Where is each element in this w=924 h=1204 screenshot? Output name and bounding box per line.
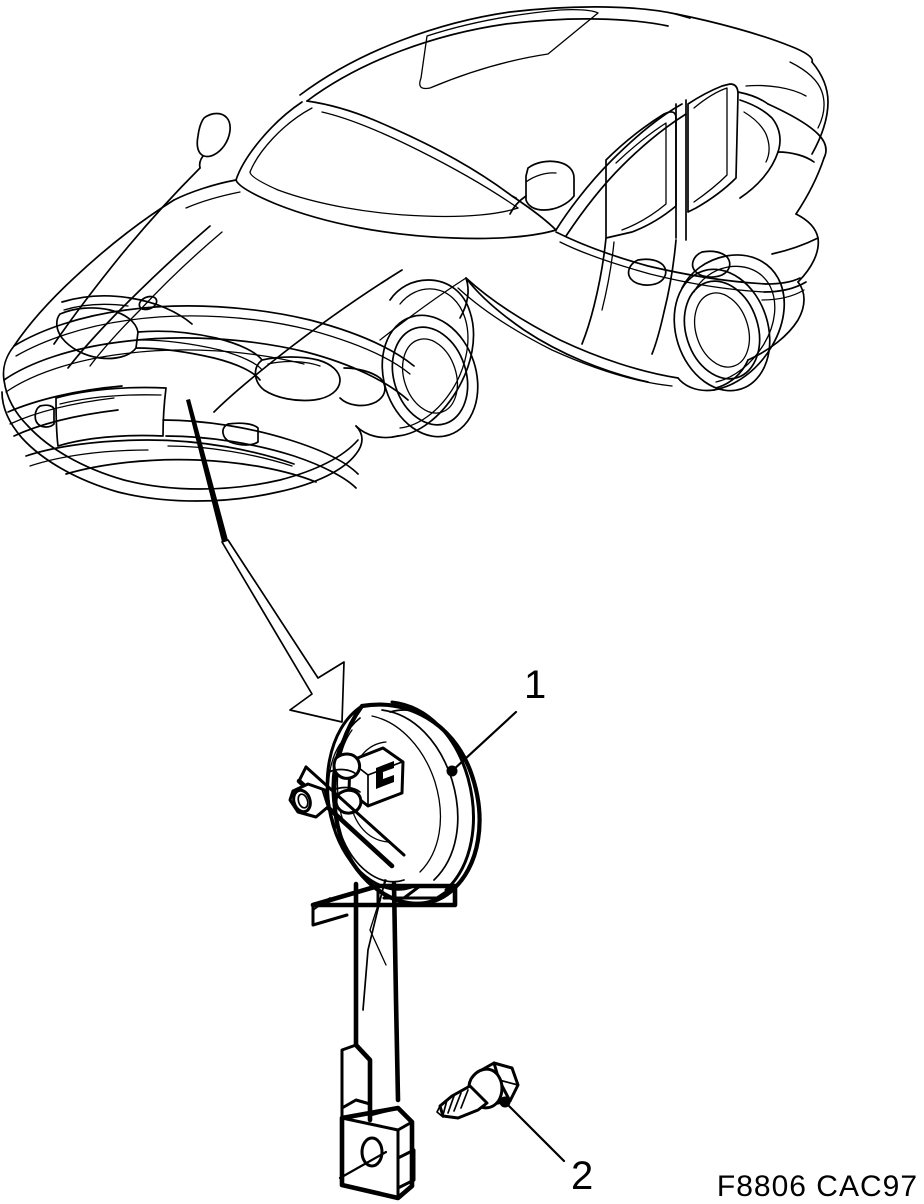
callout-2: 2	[499, 1096, 593, 1198]
callout-1-dot	[446, 765, 458, 777]
horn-assembly	[288, 700, 482, 1201]
figure-caption: F8806 CAC97	[717, 1170, 918, 1203]
callout-2-leader	[503, 1100, 566, 1163]
callout-2-dot	[499, 1096, 511, 1108]
callout-1-leader	[450, 710, 518, 773]
horn-connector	[328, 746, 405, 815]
location-arrow	[186, 399, 345, 723]
callout-1-label: 1	[524, 663, 546, 707]
callout-2-label: 2	[571, 1154, 593, 1198]
bracket-hex-nut	[288, 782, 331, 819]
vehicle-drawing	[1, 6, 829, 502]
bracket-foot-leader	[338, 1150, 388, 1180]
callout-1: 1	[446, 663, 546, 777]
flange-bolt	[436, 1061, 520, 1120]
